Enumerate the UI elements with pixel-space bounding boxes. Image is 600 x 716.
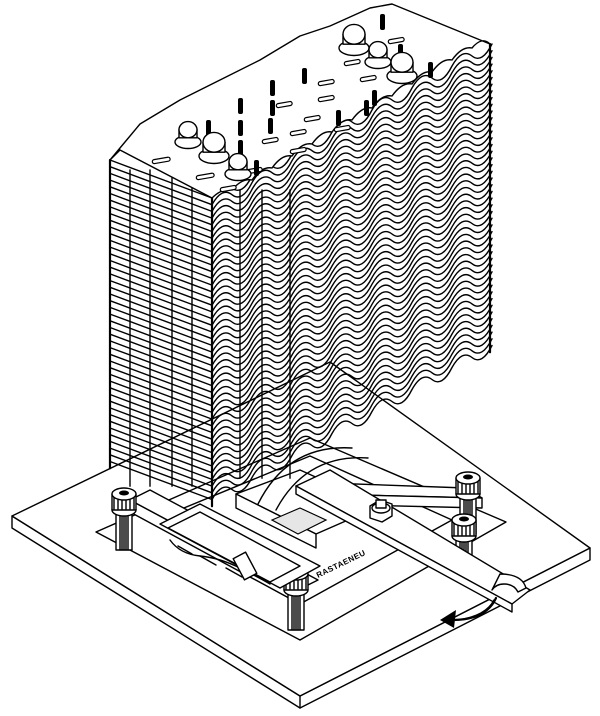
curved-arrow-icon <box>440 596 498 628</box>
fin-edge <box>109 291 493 447</box>
heatpipe-end <box>224 152 252 182</box>
fin-edge <box>109 50 493 206</box>
fin-edge <box>109 90 493 246</box>
fin-edge <box>109 76 493 233</box>
fin-edge <box>109 304 493 460</box>
slot <box>303 114 321 123</box>
slot-vertical <box>302 68 307 84</box>
thumb-screw <box>283 567 309 631</box>
heatpipe-end <box>198 131 230 165</box>
fin-edge <box>109 237 493 393</box>
fin-edge <box>109 110 493 266</box>
fin-edge <box>109 311 493 467</box>
fin-edge <box>109 150 493 306</box>
fin-edge <box>109 244 493 400</box>
fin-edge <box>109 297 493 454</box>
fin-edge <box>109 163 493 320</box>
fin-edge <box>109 96 493 253</box>
fin-edge <box>109 103 493 259</box>
slot <box>261 136 279 145</box>
fin-edge <box>109 217 493 373</box>
slot-vertical <box>206 120 211 136</box>
fin-edge <box>109 130 493 286</box>
slot <box>317 94 335 103</box>
fin-edge <box>109 83 493 239</box>
fin-edge <box>109 143 493 300</box>
fin-edge <box>109 204 493 360</box>
fin-edge <box>109 56 493 213</box>
fin-edge <box>109 338 493 494</box>
center-hex-nut <box>369 499 393 523</box>
fin-edge <box>109 264 493 420</box>
slot <box>387 36 405 45</box>
slot <box>151 156 171 165</box>
heatpipe-end <box>364 40 392 70</box>
slot-vertical <box>364 100 369 116</box>
heatpipe-end <box>338 23 370 57</box>
slot-vertical <box>336 110 341 126</box>
fin-edge <box>109 277 493 434</box>
slot <box>343 58 361 67</box>
heatpipe-ends <box>174 23 418 182</box>
slot-vertical <box>270 100 275 116</box>
fin-edge <box>109 331 493 487</box>
fin-edge <box>109 190 493 347</box>
slot-vertical <box>380 14 385 30</box>
fin-edge <box>109 197 493 353</box>
slot-vertical <box>270 80 275 96</box>
fin-edge <box>109 271 493 427</box>
slot-vertical <box>238 120 243 136</box>
fin-edge <box>109 230 493 387</box>
fin-edge <box>109 284 493 440</box>
fin-edge <box>109 117 493 273</box>
fin-edge <box>109 63 493 219</box>
fin-edge <box>109 257 493 414</box>
thumb-screw <box>111 487 137 551</box>
standoff-screws <box>111 471 481 631</box>
heatpipe-end <box>386 51 418 85</box>
slot <box>333 124 351 133</box>
fin-edge <box>109 123 493 280</box>
slot-vertical <box>254 160 259 176</box>
slot <box>359 74 377 83</box>
heatsink-fin-stack <box>108 42 493 508</box>
slot-vertical <box>268 118 273 134</box>
slot <box>195 172 215 181</box>
heatsink-top-fin <box>109 3 491 199</box>
slot-vertical <box>238 98 243 114</box>
slot <box>317 78 335 87</box>
cpu-socket-frame <box>159 503 321 589</box>
fin-edge <box>109 318 493 474</box>
slot <box>289 128 307 137</box>
slot <box>289 146 307 155</box>
fin-edge <box>109 70 493 226</box>
fin-edge <box>109 157 493 313</box>
fin-edge <box>109 224 493 380</box>
fin-edge <box>109 184 493 340</box>
fin-edge <box>109 177 493 333</box>
slot-vertical <box>372 90 377 106</box>
slot-vertical <box>238 140 243 156</box>
fin-edge <box>109 344 493 501</box>
heatpipe-end <box>174 120 202 150</box>
fin-edge <box>109 210 493 367</box>
fin-edge <box>109 324 493 481</box>
slot <box>219 184 237 193</box>
slot <box>275 100 293 109</box>
fin-edge <box>109 251 493 407</box>
fin-edge <box>109 170 493 326</box>
slot-vertical <box>428 62 433 78</box>
fin-edge <box>109 137 493 293</box>
